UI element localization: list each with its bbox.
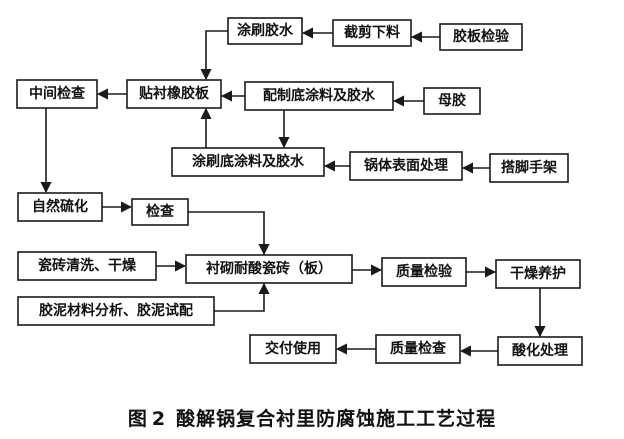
svg-text:涂刷底涂料及胶水: 涂刷底涂料及胶水	[192, 153, 305, 170]
svg-text:胶泥材料分析、胶泥试配: 胶泥材料分析、胶泥试配	[39, 302, 193, 319]
svg-text:干燥养护: 干燥养护	[510, 265, 566, 282]
figure-label: 图	[127, 408, 148, 430]
step-lining-rubber-sheet: 贴衬橡胶板	[126, 79, 222, 109]
svg-text:胶板检验: 胶板检验	[453, 28, 510, 45]
step-prepare-primer-glue: 配制底涂料及胶水	[244, 81, 394, 111]
step-natural-vulcanization: 自然硫化	[17, 192, 103, 222]
svg-text:检查: 检查	[146, 203, 175, 220]
arrow-mortar-to-brick-lining	[214, 282, 270, 312]
arrow-coat-glue-to-lining	[200, 30, 228, 81]
step-coat-glue-top: 涂刷胶水	[227, 17, 303, 45]
step-quality-inspection-2: 质量检查	[375, 334, 461, 364]
step-middle-inspection: 中间检查	[16, 79, 98, 109]
step-rubber-sheet-inspection: 胶板检验	[439, 23, 523, 51]
step-acidification: 酸化处理	[497, 336, 583, 366]
step-brick-washing-drying: 瓷砖清洗、干燥	[17, 251, 157, 281]
svg-text:中间检查: 中间检查	[29, 85, 86, 102]
svg-text:衬砌耐酸瓷砖（板）: 衬砌耐酸瓷砖（板）	[206, 260, 332, 277]
step-scaffolding: 搭脚手架	[489, 153, 569, 183]
svg-text:配制底涂料及胶水: 配制底涂料及胶水	[263, 87, 376, 104]
svg-text:截剪下料: 截剪下料	[344, 24, 400, 41]
svg-text:搭脚手架: 搭脚手架	[501, 159, 557, 176]
step-drying-maintenance: 干燥养护	[495, 259, 581, 289]
figure-number: 2	[151, 408, 167, 430]
svg-text:质量检验: 质量检验	[396, 263, 453, 280]
svg-text:交付使用: 交付使用	[265, 340, 321, 357]
step-quality-inspection-1: 质量检验	[381, 257, 467, 287]
step-mortar-analysis: 胶泥材料分析、胶泥试配	[17, 296, 215, 326]
step-master-batch: 母胶	[423, 87, 481, 115]
step-acidproof-brick-lining: 衬砌耐酸瓷砖（板）	[185, 254, 353, 284]
figure-title: 酸解锅复合衬里防腐蚀施工工艺过程	[176, 408, 497, 430]
svg-text:涂刷胶水: 涂刷胶水	[237, 22, 294, 39]
step-coat-primer-glue: 涂刷底涂料及胶水	[171, 147, 325, 177]
svg-text:母胶: 母胶	[438, 92, 466, 109]
svg-text:酸化处理: 酸化处理	[512, 342, 568, 359]
step-inspection: 检查	[131, 198, 189, 226]
svg-text:锅体表面处理: 锅体表面处理	[364, 157, 448, 174]
step-delivery-use: 交付使用	[249, 334, 337, 364]
svg-text:质量检查: 质量检查	[390, 340, 447, 357]
arrow-inspection-to-brick-lining	[188, 211, 270, 256]
svg-text:贴衬橡胶板: 贴衬橡胶板	[139, 85, 210, 102]
step-cut-material: 截剪下料	[332, 19, 412, 47]
step-vessel-surface-treatment: 锅体表面处理	[349, 151, 463, 181]
svg-text:瓷砖清洗、干燥: 瓷砖清洗、干燥	[38, 257, 137, 274]
svg-text:自然硫化: 自然硫化	[32, 198, 88, 215]
